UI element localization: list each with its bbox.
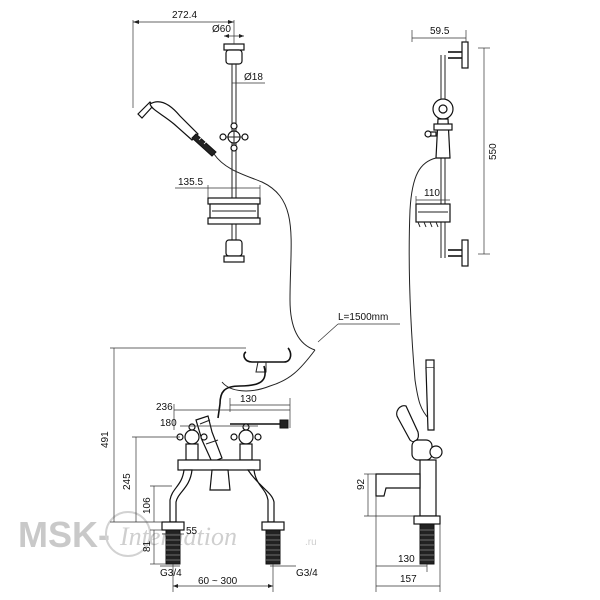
soap-dish bbox=[207, 197, 261, 225]
dim-centres: 60 ~ 300 bbox=[198, 576, 238, 587]
dim-106: 106 bbox=[142, 497, 153, 514]
watermark-logo-icon bbox=[105, 511, 151, 557]
dim-92: 92 bbox=[356, 478, 367, 490]
side-mixer-dimensions: 92 130 157 bbox=[356, 473, 441, 592]
front-slide-rail bbox=[137, 43, 316, 392]
dim-dia-60: Ø60 bbox=[212, 24, 231, 35]
dim-59-5: 59.5 bbox=[430, 26, 450, 37]
dim-272-4: 272.4 bbox=[172, 10, 197, 21]
hand-shower-icon bbox=[137, 101, 217, 157]
dim-55: 55 bbox=[186, 526, 198, 537]
front-top-dimensions: 272.4 Ø60 Ø18 135.5 bbox=[132, 10, 265, 198]
dim-236: 236 bbox=[156, 402, 173, 413]
watermark-domain: .ru bbox=[305, 537, 317, 548]
front-mixer bbox=[161, 347, 292, 565]
dim-dia-18: Ø18 bbox=[244, 72, 263, 83]
handset-cradle-icon bbox=[217, 347, 292, 419]
side-hose bbox=[408, 157, 437, 421]
dim-81: 81 bbox=[142, 540, 153, 552]
mixer-handset-icon bbox=[195, 415, 223, 463]
front-hose bbox=[213, 153, 316, 351]
dim-hose-length: L=1500mm bbox=[338, 312, 388, 323]
hose-label: L=1500mm bbox=[317, 312, 400, 343]
dim-550: 550 bbox=[488, 143, 499, 160]
side-top-dimensions: 59.5 550 110 bbox=[411, 26, 499, 255]
front-mixer-dimensions: 491 245 106 81 55 236 130 180 G3/4 G3/4 bbox=[100, 347, 318, 592]
dim-245: 245 bbox=[122, 473, 133, 490]
side-soap-dish bbox=[415, 203, 451, 228]
dim-thread-right: G3/4 bbox=[296, 568, 318, 579]
dim-157: 157 bbox=[400, 574, 417, 585]
dim-135-5: 135.5 bbox=[178, 177, 203, 188]
dim-130-front: 130 bbox=[240, 394, 257, 405]
dim-130-side: 130 bbox=[398, 554, 415, 565]
left-cross-handle-icon bbox=[176, 423, 208, 461]
dim-110: 110 bbox=[424, 188, 440, 199]
side-mixer bbox=[375, 359, 443, 565]
dim-491: 491 bbox=[100, 431, 111, 448]
dim-180: 180 bbox=[160, 418, 177, 429]
side-shower-head-icon bbox=[424, 98, 454, 159]
side-slide-rail bbox=[408, 41, 469, 421]
watermark-brand: MSK- bbox=[18, 514, 110, 555]
slider-knob-icon bbox=[219, 122, 249, 152]
right-cross-handle-icon bbox=[230, 423, 262, 461]
dim-thread-left: G3/4 bbox=[160, 568, 182, 579]
